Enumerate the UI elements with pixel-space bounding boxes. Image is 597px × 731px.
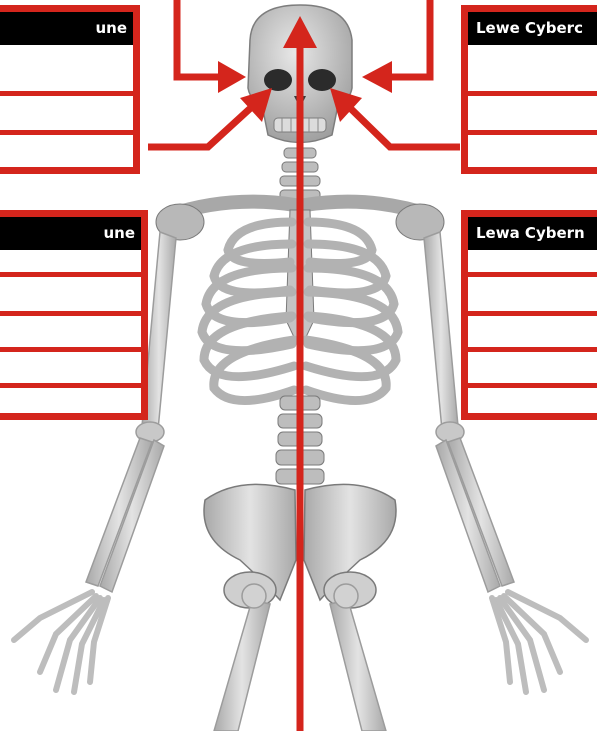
panel-head-left: une xyxy=(0,5,140,174)
panel-divider xyxy=(0,130,133,135)
panel-divider xyxy=(468,130,597,135)
panel-divider xyxy=(0,383,141,388)
panel-head-right: Lewe Cyberc xyxy=(461,5,597,174)
panel-divider xyxy=(0,91,133,96)
panel-head-right-title: Lewe Cyberc xyxy=(468,12,597,45)
panel-divider xyxy=(0,272,141,277)
panel-divider xyxy=(0,347,141,352)
panel-divider xyxy=(468,311,597,316)
panel-arm-right: Lewa Cybern xyxy=(461,210,597,420)
panel-divider xyxy=(468,347,597,352)
panel-arm-left-title: une xyxy=(0,217,141,250)
panel-divider xyxy=(468,272,597,277)
panel-arm-left: une xyxy=(0,210,148,420)
panel-divider xyxy=(468,383,597,388)
panel-head-left-title: une xyxy=(0,12,133,45)
panel-divider xyxy=(468,91,597,96)
panel-divider xyxy=(0,311,141,316)
panel-arm-right-title: Lewa Cybern xyxy=(468,217,597,250)
